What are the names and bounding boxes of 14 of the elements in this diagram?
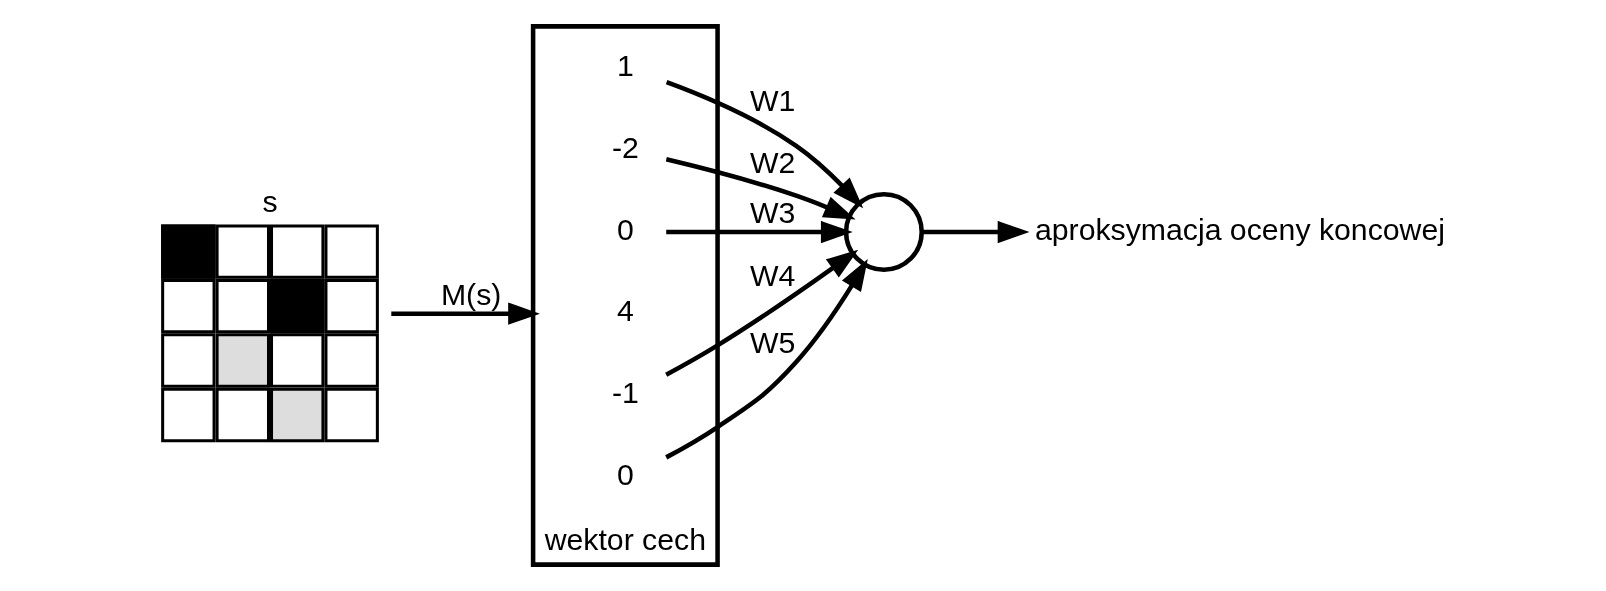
edge-label: W2 — [750, 146, 796, 180]
node-text: 1 — [616, 49, 634, 83]
node-label: s — [262, 185, 278, 219]
edge-label: W1 — [750, 84, 796, 118]
edge-label: W4 — [750, 259, 796, 293]
node-text: aproksymacja oceny koncowej — [1034, 212, 1445, 246]
node-text: 0 — [616, 457, 634, 491]
node-text: -2 — [611, 130, 639, 164]
node-text: -1 — [611, 375, 639, 409]
edge-label: W3 — [750, 195, 796, 229]
node-text: 0 — [616, 212, 634, 246]
edge-label: M(s) — [440, 277, 502, 311]
edge-label: W5 — [750, 325, 796, 359]
node-text: 4 — [616, 294, 634, 328]
